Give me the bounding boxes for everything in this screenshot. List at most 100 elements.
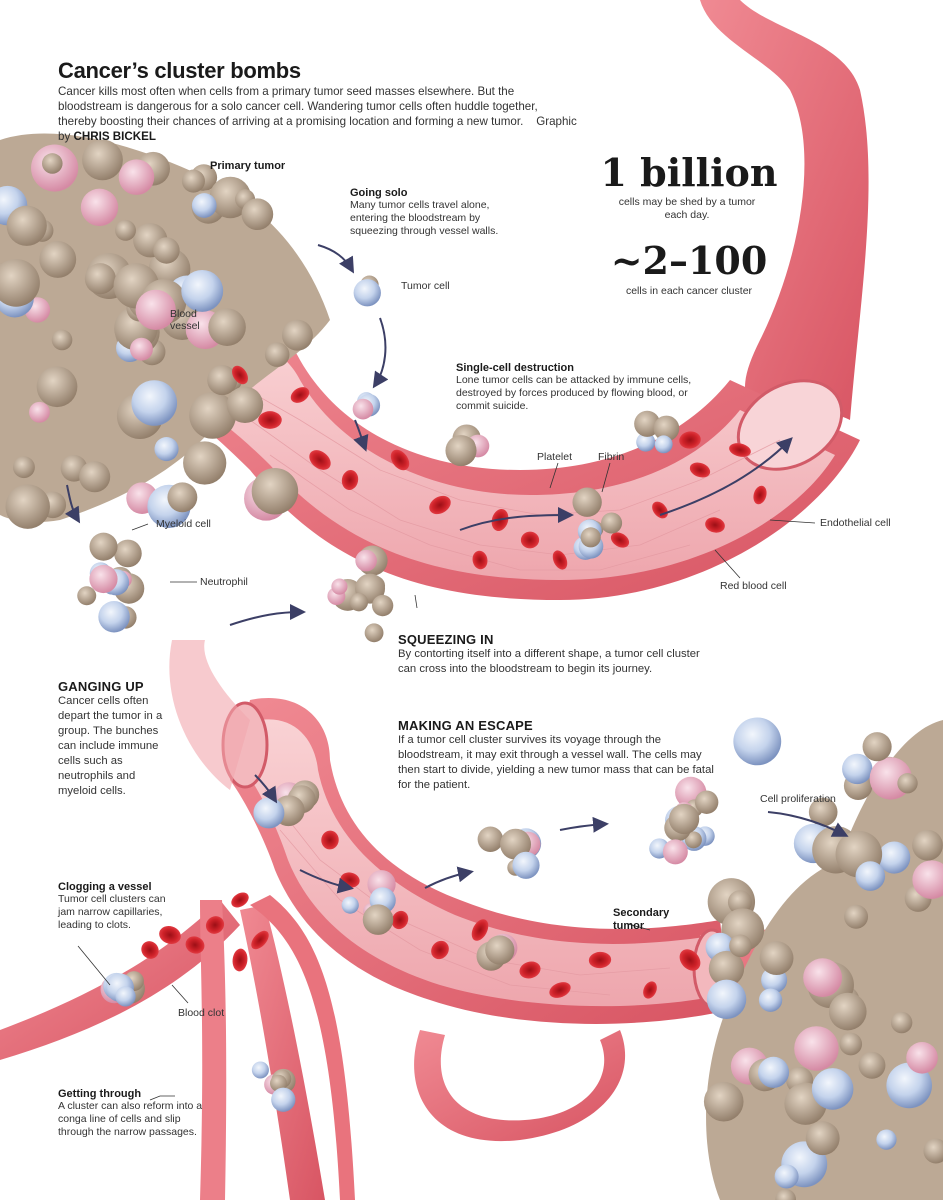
label-myeloid-cell: Myeloid cell <box>156 518 211 530</box>
intro-paragraph: Cancer kills most often when cells from … <box>58 84 578 144</box>
tumor-cell <box>129 337 153 361</box>
red-blood-cell <box>610 532 630 548</box>
tumor-cell <box>39 241 77 278</box>
cluster-cell <box>331 578 348 595</box>
label-platelet: Platelet <box>537 451 573 463</box>
cluster-cell <box>77 586 97 606</box>
red-blood-cell <box>141 941 159 959</box>
tumor-cell <box>208 308 246 346</box>
cluster-cell <box>115 986 136 1007</box>
red-blood-cell <box>429 495 451 515</box>
label-blood-clot: Blood clot <box>178 1007 225 1019</box>
tumor-cell <box>181 269 224 312</box>
red-blood-cell <box>549 982 571 998</box>
tumor-cell <box>759 941 794 976</box>
cluster-cell <box>572 487 602 517</box>
page-title: Cancer’s cluster bombs <box>58 58 301 83</box>
red-blood-cell <box>705 517 725 533</box>
tumor-cell <box>51 329 73 351</box>
cluster-cell <box>668 803 700 835</box>
tumor-cell <box>897 773 918 794</box>
section-going-solo: Going solo Many tumor cells travel alone… <box>350 187 510 238</box>
tumor-cell <box>281 319 313 351</box>
red-blood-cell <box>431 940 449 960</box>
red-blood-cell <box>205 916 225 934</box>
tumor-cell <box>708 950 745 987</box>
section-squeezing-in: SQUEEZING IN By contorting itself into a… <box>398 632 708 677</box>
tumor-cell <box>181 169 205 193</box>
vessel-main-interior <box>200 339 835 580</box>
label-blood-vessel: Blood vessel <box>170 308 200 332</box>
cluster-cell <box>662 839 688 865</box>
tumor-cell <box>41 153 63 174</box>
tumor-cell <box>862 732 892 762</box>
tumor-cell <box>774 1164 799 1189</box>
stat-1-value: 1 billion <box>600 150 778 195</box>
cluster-cell <box>271 1087 296 1112</box>
tumor-cell <box>80 188 119 227</box>
label-red-blood-cell: Red blood cell <box>720 580 787 592</box>
red-blood-cell <box>679 431 701 449</box>
stat-2-value: ~2–100 <box>610 238 768 283</box>
label-endothelial-cell: Endothelial cell <box>820 517 891 529</box>
credit-prefix: Graphic by <box>58 115 577 143</box>
tumor-cell <box>839 1032 863 1056</box>
tumor-cell <box>808 797 838 827</box>
stat-1-caption: cells may be shed by a tumor each day. <box>618 196 756 221</box>
cluster-cell <box>251 1061 269 1079</box>
tumor-cell <box>811 1068 854 1110</box>
tumor-cell <box>12 456 35 479</box>
red-blood-cell <box>290 387 310 403</box>
immune-cell <box>485 935 515 965</box>
section-ganging-up: GANGING UP Cancer cells often depart the… <box>58 679 163 799</box>
squeezing-in-heading: SQUEEZING IN <box>398 632 494 647</box>
cluster-cell <box>512 851 540 879</box>
tumor-cell <box>29 401 50 423</box>
immune-cell <box>445 435 477 467</box>
tumor-cell <box>84 263 116 295</box>
tumor-cell <box>226 386 264 423</box>
tumor-cell <box>912 829 943 861</box>
red-blood-cell <box>689 462 711 478</box>
cluster-cell <box>684 831 702 849</box>
cluster-cell <box>89 532 118 561</box>
red-blood-cell <box>520 531 540 549</box>
tumor-cell <box>912 860 943 899</box>
tumor-cell <box>154 437 179 462</box>
single-cell-heading: Single-cell destruction <box>456 362 574 374</box>
section-making-escape: MAKING AN ESCAPE If a tumor cell cluster… <box>398 718 718 793</box>
red-blood-cell <box>472 550 488 570</box>
red-blood-cell <box>519 961 541 979</box>
tumor-cell <box>805 1121 840 1156</box>
red-blood-cell <box>588 951 612 969</box>
cluster-cell <box>341 896 359 914</box>
cluster-cell <box>500 828 532 860</box>
tumor-cell <box>706 979 747 1020</box>
red-blood-cell <box>231 892 249 908</box>
section-single-cell: Single-cell destruction Lone tumor cells… <box>456 362 706 413</box>
tumor-cell <box>115 219 136 241</box>
clogging-heading: Clogging a vessel <box>58 881 152 893</box>
tumor-cell <box>5 484 50 529</box>
ganging-up-heading: GANGING UP <box>58 679 144 694</box>
tumor-cell <box>189 392 237 439</box>
solo-tumor-cell <box>353 279 381 307</box>
red-blood-cell <box>258 411 282 429</box>
red-blood-cell <box>390 449 410 471</box>
red-blood-cell <box>232 365 248 385</box>
red-blood-cell <box>232 948 248 972</box>
tumor-cell <box>758 988 783 1012</box>
tumor-cell <box>207 365 238 396</box>
capillary-right <box>250 895 355 1200</box>
tumor-cell <box>842 753 873 785</box>
tumor-cell <box>890 1011 913 1034</box>
tumor-cell <box>733 717 782 766</box>
tumor-cell <box>241 198 274 231</box>
red-blood-cell <box>729 443 751 457</box>
single-cell-body: Lone tumor cells can be attacked by immu… <box>456 374 692 412</box>
tumor-cell <box>803 958 843 998</box>
tumor-cell <box>36 366 78 408</box>
vessel-top <box>700 0 869 420</box>
tumor-cell <box>131 380 178 426</box>
